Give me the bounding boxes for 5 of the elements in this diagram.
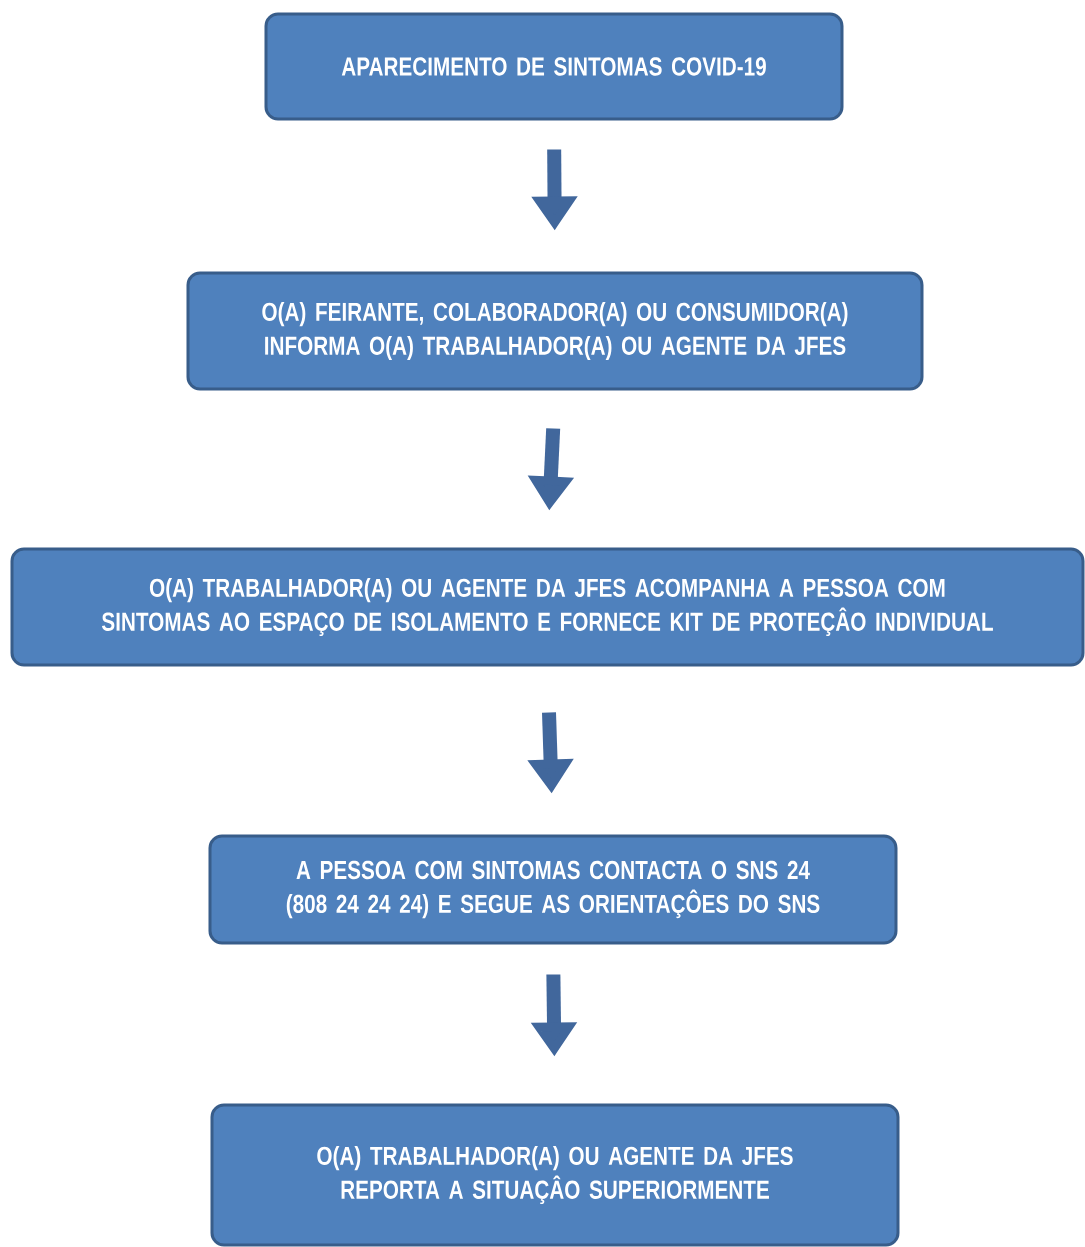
process-box: A PESSOA COM SINTOMAS CONTACTA O SNS 24 (808 24 24 24) E SEGUE AS ORIENTAÇÔES DO SNS	[208, 834, 898, 945]
process-box: O(A) TRABALHADOR(A) OU AGENTE DA JFES REPORTA A SITUAÇÂO SUPERIORMENTE	[210, 1103, 900, 1247]
process-box: O(A) TRABALHADOR(A) OU AGENTE DA JFES ACOMPANHA A PESSOA COM SINTOMAS AO ESPAÇO DE ISOLAMENTO E FORNECE KIT DE PROTEÇÂO INDIVIDUAL	[10, 547, 1085, 667]
process-box: O(A) FEIRANTE, COLABORADOR(A) OU CONSUMIDOR(A) INFORMA O(A) TRABALHADOR(A) OU AGENTE DA JFES	[186, 271, 924, 391]
process-box: APARECIMENTO DE SINTOMAS COVID-19	[264, 12, 844, 121]
